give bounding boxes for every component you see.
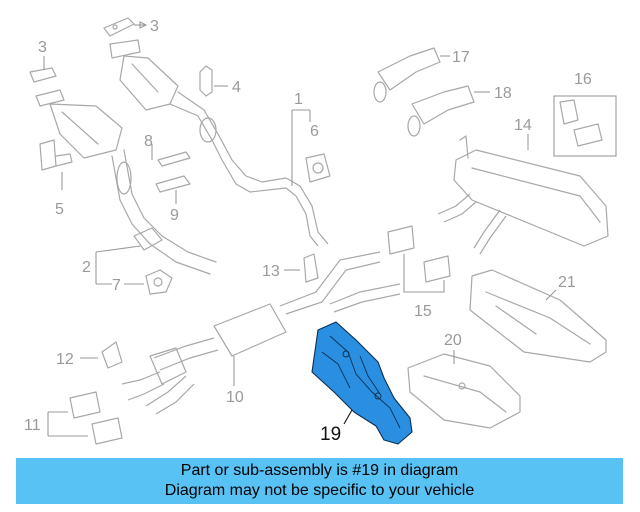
callout-3-left: 3	[38, 39, 47, 56]
callout-6: 6	[310, 123, 319, 140]
callout-2: 2	[82, 259, 91, 276]
part-19-heat-shield-highlighted[interactable]	[311, 321, 413, 445]
leader-15	[403, 254, 445, 293]
banner-line-1: Part or sub-assembly is #19 in diagram	[180, 462, 459, 479]
part-2-flange	[133, 227, 163, 251]
part-6-hanger	[305, 153, 331, 183]
banner-line-2: Diagram may not be specific to your vehi…	[164, 482, 475, 499]
callout-9: 9	[170, 207, 179, 224]
left-catalytic-converter	[35, 89, 217, 275]
part-13-bracket	[303, 253, 319, 283]
leader-1	[291, 109, 311, 186]
callout-20: 20	[444, 332, 462, 349]
part-1-front-pipe	[285, 177, 329, 247]
part-17-tailpipe	[373, 47, 441, 103]
callout-15: 15	[414, 303, 432, 320]
callout-18: 18	[494, 85, 512, 102]
leader-11	[47, 411, 88, 437]
callout-12: 12	[56, 351, 74, 368]
callout-8: 8	[144, 133, 153, 150]
info-banner: Part or sub-assembly is #19 in diagram D…	[16, 458, 623, 504]
part-7-nut	[145, 269, 173, 295]
callout-16: 16	[574, 71, 592, 88]
callout-1: 1	[294, 91, 303, 108]
arrow-3-top	[139, 21, 148, 29]
part-11-clamps	[69, 391, 123, 445]
callout-11: 11	[24, 417, 41, 434]
right-catalytic-converter	[109, 39, 287, 193]
part-3-left-gasket	[29, 67, 57, 83]
exhaust-parts-diagram: 3 4 3 5 8 9	[24, 17, 617, 445]
part-3-top-gasket	[103, 17, 135, 37]
leader-21	[545, 289, 557, 301]
part-12-hanger	[101, 341, 123, 369]
callout-7: 7	[112, 277, 121, 294]
leader-2	[95, 245, 141, 285]
part-15-clamps	[387, 225, 451, 283]
callout-17: 17	[452, 49, 470, 66]
part-4-bracket	[199, 65, 213, 97]
part-18-tailpipe	[407, 85, 475, 137]
part-16-hanger-set	[553, 95, 617, 157]
callout-5: 5	[55, 201, 64, 218]
callout-14: 14	[514, 117, 532, 134]
callout-10: 10	[226, 389, 244, 406]
part-9-clamp	[155, 175, 191, 193]
callout-4: 4	[232, 79, 241, 96]
part-10-intermediate-pipe	[121, 251, 401, 415]
leader-19	[343, 409, 353, 425]
callout-19: 19	[320, 424, 341, 445]
callout-3-top: 3	[150, 18, 159, 35]
part-21-heat-shield	[469, 269, 607, 363]
part-8-clamp	[157, 151, 191, 167]
callout-21: 21	[558, 274, 576, 291]
part-5-bracket	[39, 139, 73, 171]
callout-13: 13	[262, 263, 280, 280]
part-20-heat-shield	[407, 353, 521, 429]
part-14-rear-muffler	[437, 135, 609, 255]
